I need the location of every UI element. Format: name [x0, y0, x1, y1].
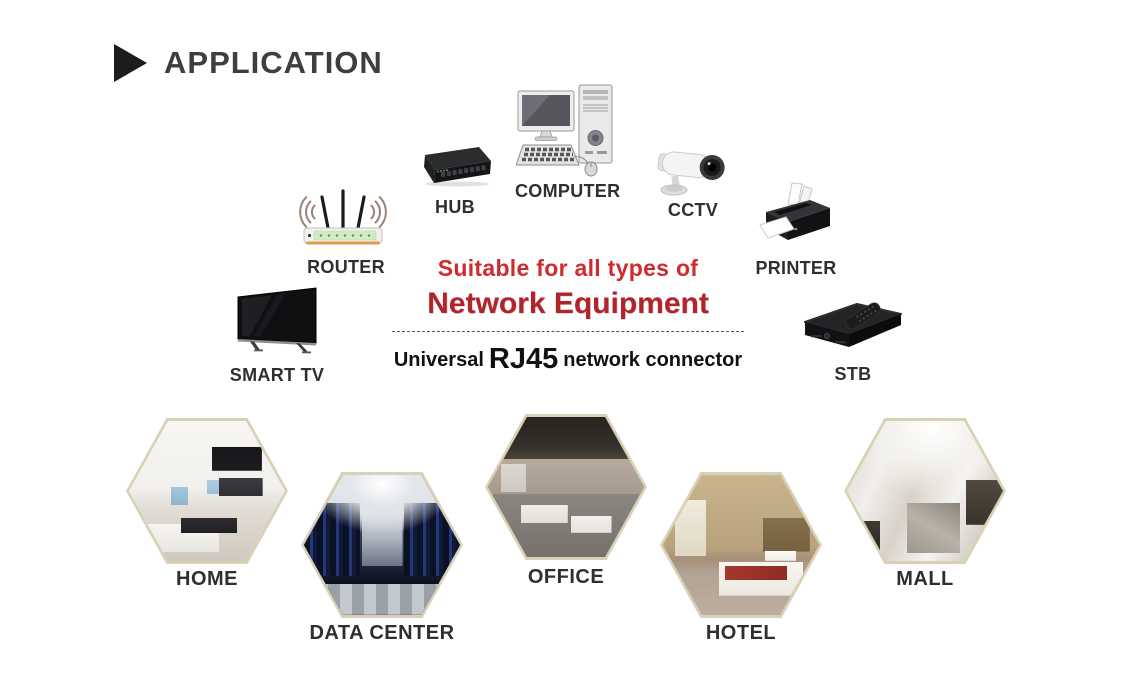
hotel-hexagon-inner: [663, 475, 819, 615]
office-photo: [488, 417, 644, 557]
smart-tv-illustration: [230, 286, 324, 360]
data-center-label: DATA CENTER: [309, 622, 455, 644]
printer-icon: [759, 182, 830, 240]
router-label: ROUTER: [307, 257, 385, 277]
office-hexagon: [485, 414, 647, 560]
slogan-line1: Suitable for all types of: [437, 255, 699, 281]
data-center-hexagon: [301, 472, 463, 618]
router-illustration: [291, 184, 395, 250]
connector-universal: Universal: [393, 349, 484, 371]
connector-rj45: RJ45: [488, 343, 559, 375]
header: APPLICATION: [114, 44, 383, 82]
office-hexagon-inner: [488, 417, 644, 557]
hub-illustration: [411, 140, 497, 188]
office-label: OFFICE: [527, 566, 605, 588]
hub-icon: [424, 147, 491, 187]
connector-rest: network connector: [563, 349, 743, 371]
printer-illustration: [756, 181, 836, 253]
mall-hexagon: [844, 418, 1006, 564]
stb-icon: [804, 302, 902, 347]
home-photo: [129, 421, 285, 561]
cctv-icon: [657, 151, 725, 196]
dashed-divider: [392, 331, 744, 332]
hotel-label: HOTEL: [705, 622, 777, 644]
computer-icon: [516, 84, 613, 177]
home-hexagon: [126, 418, 288, 564]
computer-illustration: [516, 83, 618, 177]
data-center-photo: [304, 475, 460, 615]
printer-label: PRINTER: [755, 258, 837, 278]
stb-illustration: [799, 292, 907, 358]
cctv-label: CCTV: [667, 200, 719, 220]
slogan-block: Suitable for all types of Network Equipm…: [392, 255, 744, 376]
hub-label: HUB: [435, 197, 475, 217]
mall-photo: [847, 421, 1003, 561]
home-hexagon-inner: [129, 421, 285, 561]
router-icon: [299, 189, 387, 245]
slogan-line2: Network Equipment: [427, 287, 709, 320]
mall-label: MALL: [896, 568, 954, 590]
stb-label: STB: [834, 364, 872, 384]
computer-label: COMPUTER: [515, 181, 621, 201]
smart-tv-label: SMART TV: [229, 365, 325, 385]
mall-hexagon-inner: [847, 421, 1003, 561]
play-triangle-icon: [114, 44, 147, 82]
hotel-photo: [663, 475, 819, 615]
home-label: HOME: [176, 568, 238, 590]
smart-tv-icon: [237, 287, 317, 354]
hotel-hexagon: [660, 472, 822, 618]
data-center-hexagon-inner: [304, 475, 460, 615]
page-title: APPLICATION: [164, 45, 383, 80]
cctv-illustration: [650, 142, 736, 200]
